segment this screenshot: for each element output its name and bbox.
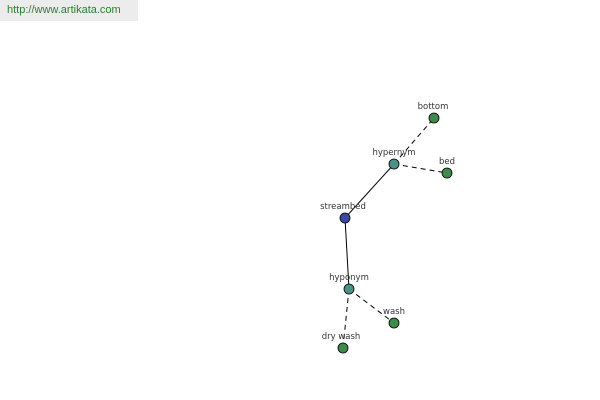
node-bottom[interactable]: bottom (418, 102, 449, 124)
node-label-hypernym: hypernym (372, 148, 415, 158)
edge-hyponym-wash (348, 288, 395, 324)
node-circle-bottom[interactable] (428, 112, 440, 124)
site-url-link[interactable]: http://www.artikata.com (0, 0, 138, 21)
node-label-wash: wash (383, 307, 405, 317)
node-wash[interactable]: wash (383, 307, 405, 329)
node-circle-streambed[interactable] (339, 212, 351, 224)
edge-streambed-hypernym (344, 163, 395, 219)
node-circle-wash[interactable] (388, 317, 400, 329)
node-circle-dry-wash[interactable] (337, 342, 349, 354)
node-circle-hypernym[interactable] (388, 158, 400, 170)
node-hypernym[interactable]: hypernym (372, 148, 416, 170)
node-circle-hyponym[interactable] (343, 283, 355, 295)
node-circle-bed[interactable] (441, 167, 453, 179)
node-label-dry-wash: dry wash (322, 332, 361, 342)
edge-streambed-hyponym (344, 217, 350, 290)
node-hyponym[interactable]: hyponym (329, 273, 369, 295)
node-dry-wash[interactable]: dry wash (322, 332, 361, 354)
node-label-streambed: streambed (320, 202, 366, 212)
nodes-layer: streambed hypernym hyponym bottom bed wash dry… (320, 102, 455, 354)
edge-hyponym-dry-wash (342, 288, 350, 349)
node-label-bed: bed (439, 157, 455, 167)
node-label-bottom: bottom (418, 102, 449, 112)
edge-hypernym-bottom (393, 117, 435, 165)
edges-layer (342, 117, 448, 349)
node-streambed[interactable]: streambed (320, 202, 366, 224)
node-label-hyponym: hyponym (329, 273, 369, 283)
node-bed[interactable]: bed (439, 157, 455, 179)
